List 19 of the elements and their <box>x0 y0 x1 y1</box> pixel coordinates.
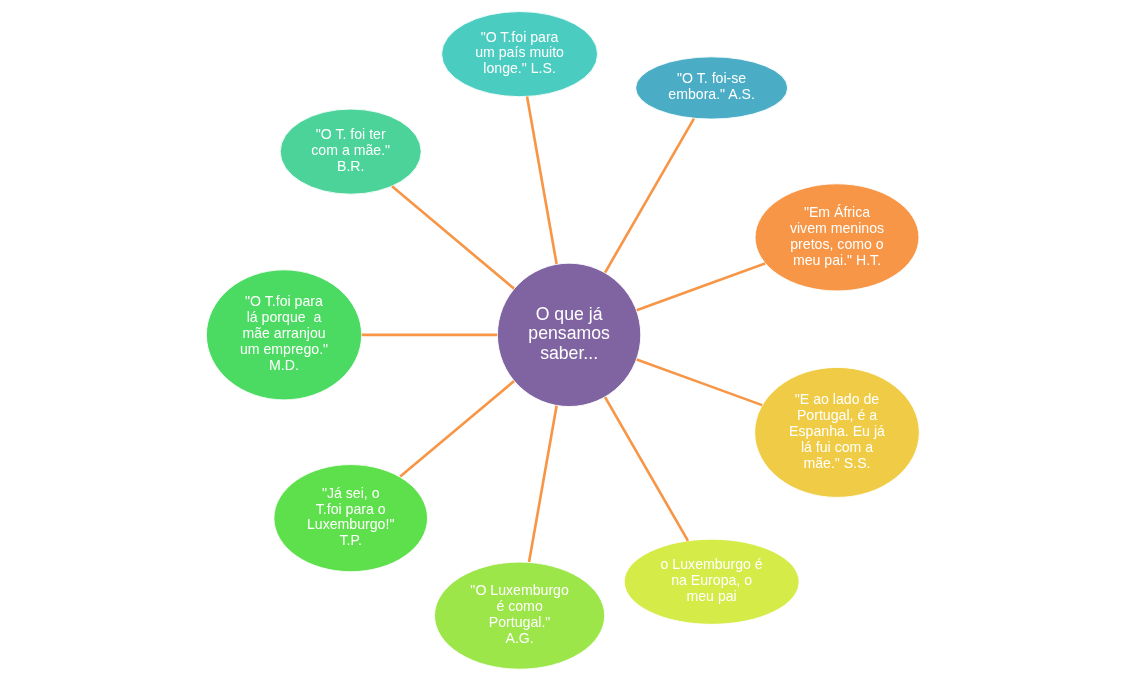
connector <box>636 262 766 312</box>
connector <box>525 96 558 265</box>
connector <box>527 405 558 563</box>
node-ellipse: "O T.foi para lá porque a mãe arranjou um emprego." M.D. <box>205 269 363 401</box>
node-ellipse: "O T. foi-se embora." A.S. <box>635 56 789 120</box>
node-ellipse: o Luxemburgo é na Europa, o meu pai <box>623 538 800 625</box>
node-ellipse: "Em África vivem meninos pretos, como o meu pai." H.T. <box>754 183 920 292</box>
connector <box>636 358 763 407</box>
node-circle: O que já pensamos saber... <box>497 262 642 407</box>
node-ellipse: "Já sei, o T.foi para o Luxemburgo!" T.P. <box>273 464 428 573</box>
node-ellipse: "O Luxemburgo é como Portugal." A.G. <box>434 561 606 670</box>
node-ellipse: "O T. foi ter com a mãe." B.R. <box>279 108 422 195</box>
node-ellipse: "E ao lado de Portugal, é a Espanha. Eu já lá fui com a mãe." S.S. <box>754 366 920 498</box>
node-ellipse: "O T.foi para um país muito longe." L.S. <box>441 11 599 98</box>
connector <box>603 396 690 542</box>
connector <box>391 185 515 290</box>
connector <box>361 333 498 337</box>
connector <box>603 118 696 274</box>
connector <box>399 380 515 478</box>
